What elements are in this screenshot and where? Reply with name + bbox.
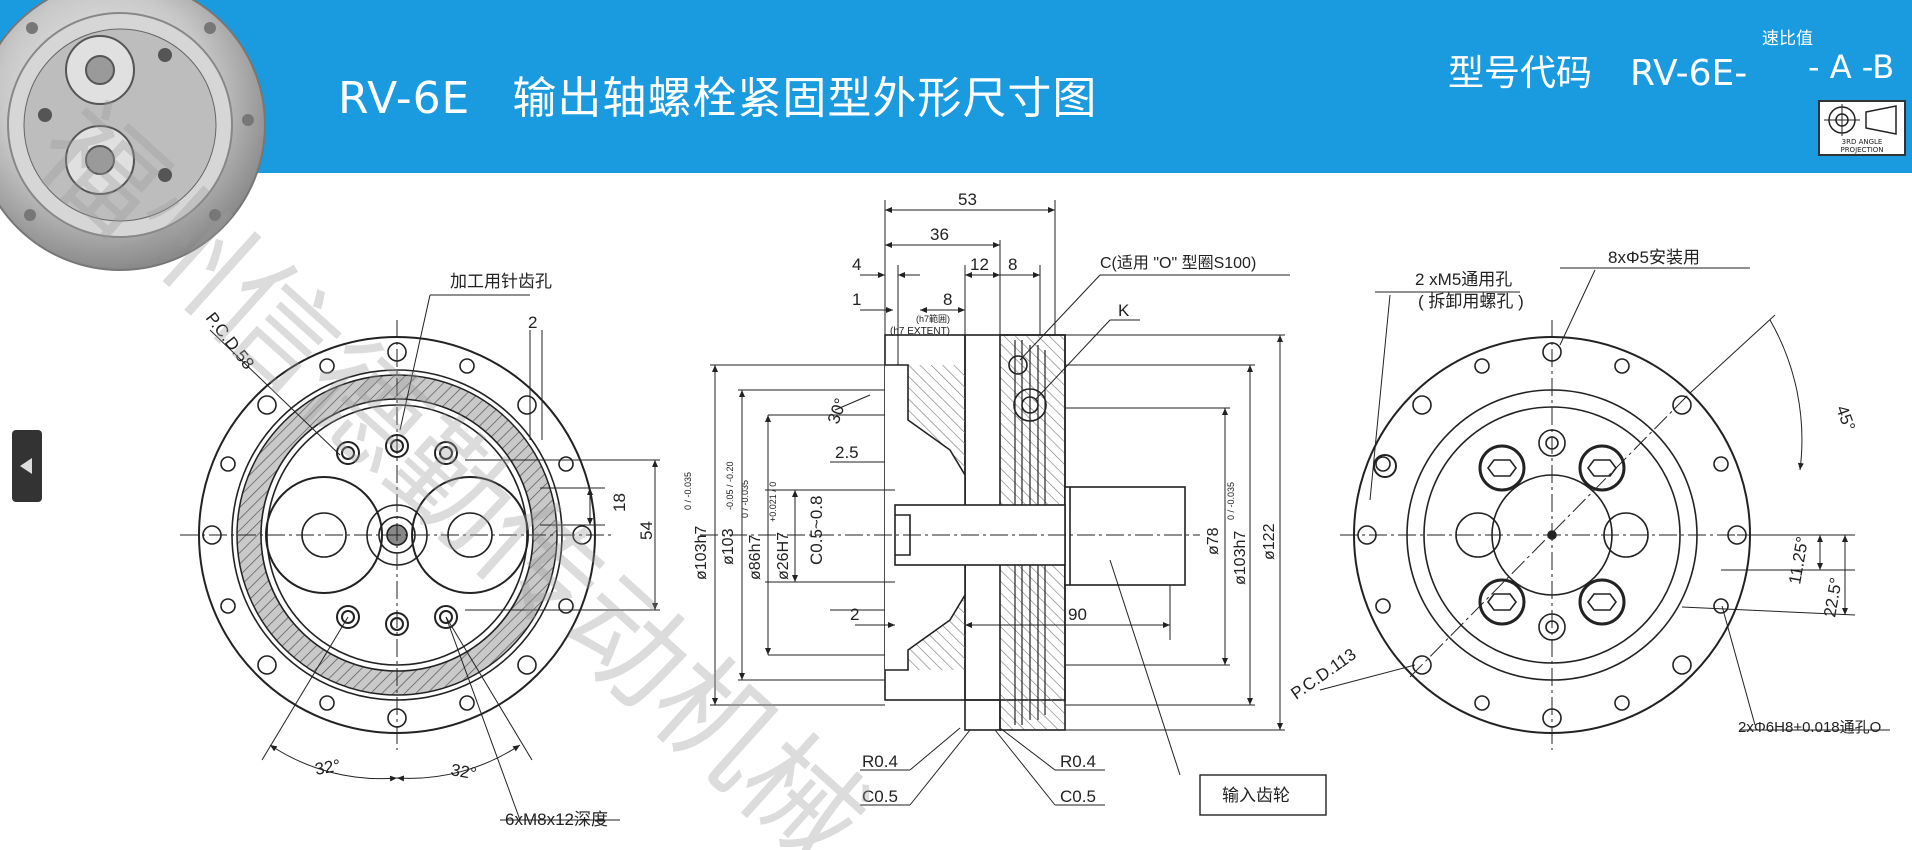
title-text: 输出轴螺栓紧固型外形尺寸图: [512, 73, 1098, 124]
label-angle-22-5: 22.5°: [1820, 576, 1846, 619]
label-d26-h7: ø26H7: [775, 532, 792, 580]
label-dim-12: 12: [970, 255, 989, 274]
projection-icon: [1824, 104, 1897, 136]
label-dim-2-5: 2.5: [835, 443, 859, 462]
label-dim-2-bottom: 2: [850, 605, 859, 624]
label-dim-8b: 8: [943, 290, 952, 309]
title-model: RV-6E: [338, 73, 471, 124]
label-pin-hole-note: 加工用针齿孔: [450, 272, 552, 291]
arrow-left-icon: [20, 458, 32, 474]
label-dim-90: 90: [1068, 605, 1087, 624]
label-m5-through-hole: 2 xM5通用孔: [1415, 270, 1512, 289]
label-k: K: [1118, 301, 1130, 320]
label-c05-left: C0.5: [862, 787, 898, 806]
right-rear-view: [1319, 267, 1890, 750]
projection-label-line2: PROJECTION: [1840, 146, 1884, 154]
label-angle-11-25: 11.25°: [1785, 535, 1812, 586]
page-title: RV-6E 输出轴螺栓紧固型外形尺寸图: [338, 62, 1097, 126]
input-gear-box: [1199, 774, 1327, 816]
label-r04-left: R0.4: [862, 752, 898, 771]
right-view-labels: 2 xM5通用孔 ( 拆卸用螺孔 ) 8xΦ5安装用 45° 11.25° 22…: [1287, 248, 1881, 736]
label-dim-8a: 8: [1008, 255, 1017, 274]
label-pcd58: P.C.D.58: [202, 309, 258, 373]
projection-label-line1: 3RD ANGLE: [1841, 138, 1883, 146]
label-dim-2: 2: [528, 313, 537, 332]
label-d103-h7-tol: 0 / -0.035: [683, 472, 693, 510]
label-d122: ø122: [1261, 523, 1278, 560]
label-angle-32-right: 32°: [449, 760, 478, 783]
label-d86-h7: ø86h7: [747, 535, 764, 580]
label-angle-32-left: 32°: [313, 756, 342, 779]
model-code-suffix: - A -B: [1808, 48, 1895, 86]
label-c05-right: C0.5: [1060, 787, 1096, 806]
label-d26-tol: +0.021 / 0: [768, 482, 778, 522]
product-photo: [0, 0, 266, 271]
label-pcd113: P.C.D.113: [1287, 645, 1359, 704]
bolt-heads: [1478, 444, 1626, 626]
model-code: 型号代码 RV-6E-: [1448, 44, 1747, 96]
previous-slide-button[interactable]: [12, 430, 42, 502]
label-dim-36: 36: [930, 225, 949, 244]
label-d103: ø103: [720, 528, 737, 565]
label-oring-note: C(适用 "O" 型圈S100): [1100, 254, 1256, 272]
label-h7-range: (h7範囲): [916, 313, 950, 324]
ratio-label: 速比值: [1762, 29, 1813, 49]
model-code-label: 型号代码: [1448, 53, 1593, 94]
model-code-prefix: RV-6E-: [1630, 53, 1748, 94]
section-view-labels: 53 36 4 12 8 1 8 (h7範囲) (h7 EXTENT) C(适用…: [683, 190, 1290, 806]
label-d86-tol: 0 / -0.035: [740, 480, 750, 518]
label-r04-right: R0.4: [1060, 752, 1096, 771]
label-dim-53: 53: [958, 190, 977, 209]
label-angle-30: 30°: [824, 396, 851, 427]
label-d103-h7: ø103h7: [693, 526, 710, 580]
outer-mounting-holes: [202, 342, 592, 728]
label-thread-note: 6xM8x12深度: [505, 810, 608, 829]
label-dim-4: 4: [852, 255, 861, 274]
label-input-gear: 输入齿轮: [1222, 786, 1290, 805]
label-dim-18: 18: [610, 493, 629, 512]
label-pin-holes: 2xΦ6H8+0.018通孔O: [1738, 719, 1881, 736]
label-d103-right: ø103h7: [1232, 531, 1249, 585]
label-h7-extent: (h7 EXTENT): [890, 326, 950, 337]
left-front-view: [180, 294, 660, 821]
label-d78: ø78: [1205, 527, 1222, 555]
label-dim-54: 54: [637, 521, 656, 540]
label-dim-1: 1: [852, 290, 861, 309]
label-angle-45: 45°: [1832, 403, 1859, 434]
label-removal-hole: ( 拆卸用螺孔 ): [1418, 292, 1524, 311]
label-d103-right-tol: 0 / -0.035: [1226, 482, 1236, 520]
section-view: [700, 200, 1327, 816]
third-angle-projection-symbol: [1818, 100, 1906, 156]
header-banner: [0, 0, 1912, 173]
label-mount-holes: 8xΦ5安装用: [1608, 248, 1700, 267]
label-chamfer-c05-08: C0.5~0.8: [807, 496, 826, 565]
label-d103-tol: -0.05 / -0.20: [725, 461, 735, 510]
